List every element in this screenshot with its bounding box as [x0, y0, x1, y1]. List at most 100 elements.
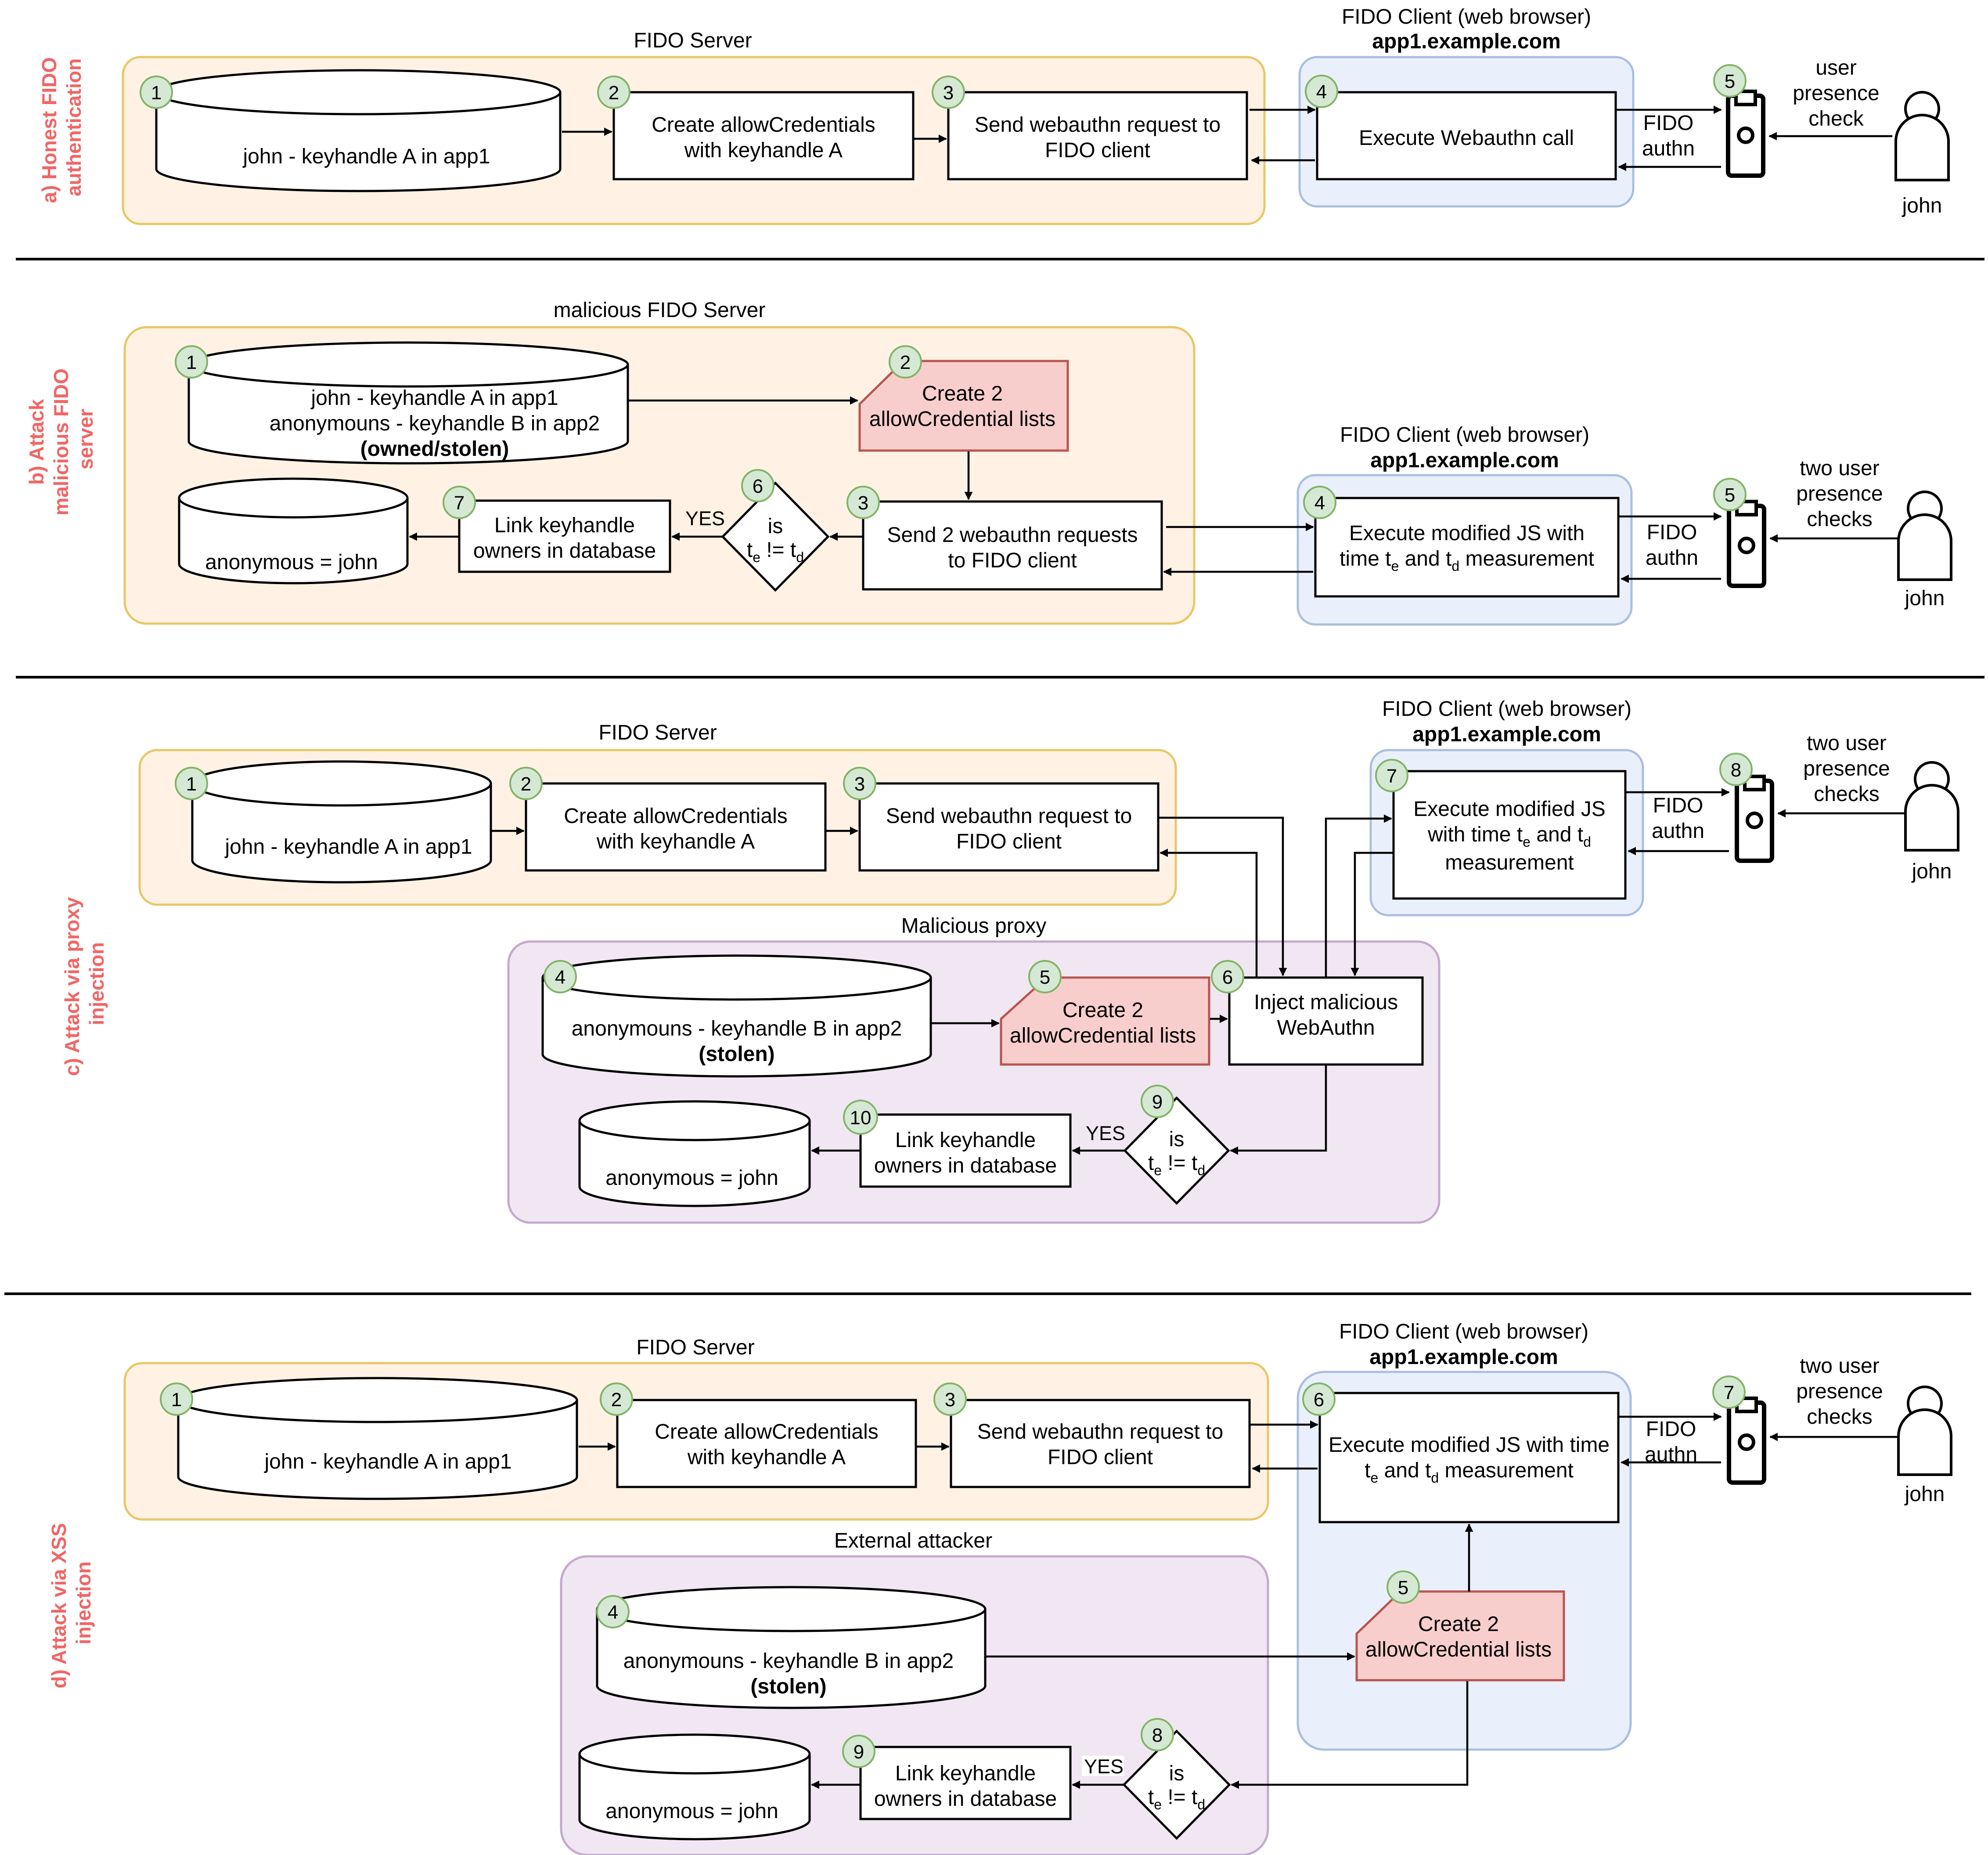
- svg-text:to FIDO client: to FIDO client: [948, 549, 1077, 572]
- svg-text:5: 5: [1398, 1577, 1408, 1599]
- svg-text:Execute Webauthn call: Execute Webauthn call: [1359, 126, 1574, 150]
- step-link-keyhandle-owners: [859, 1746, 1072, 1820]
- step-badge: 4: [1305, 75, 1338, 108]
- side-label-a: a) Honest FIDO authentication: [38, 51, 85, 203]
- svg-text:presence: presence: [1803, 757, 1890, 780]
- step-badge: 10: [843, 1100, 878, 1135]
- side-label-b: b) Attack malicious FIDO server: [25, 363, 97, 516]
- svg-text:FIDO Client (web browser): FIDO Client (web browser): [1339, 1320, 1588, 1343]
- svg-text:authn: authn: [1652, 819, 1704, 843]
- security-key-icon: [1727, 1397, 1766, 1485]
- step-badge: 9: [1141, 1085, 1174, 1118]
- svg-text:FIDO Server: FIDO Server: [636, 1336, 754, 1359]
- step-badge: 8: [1719, 753, 1753, 786]
- svg-text:app1.example.com: app1.example.com: [1369, 1346, 1558, 1369]
- svg-text:owners in database: owners in database: [874, 1787, 1057, 1811]
- svg-text:owners in database: owners in database: [874, 1154, 1057, 1177]
- step-badge: 2: [600, 1382, 633, 1416]
- person-icon: [1897, 1386, 1952, 1476]
- svg-text:Send webauthn request to: Send webauthn request to: [886, 805, 1132, 828]
- svg-text:3: 3: [945, 1389, 955, 1411]
- svg-text:with keyhandle A: with keyhandle A: [684, 139, 843, 162]
- security-key-icon: [1727, 500, 1766, 588]
- svg-text:Malicious proxy: Malicious proxy: [901, 914, 1047, 938]
- person-icon: [1894, 91, 1950, 181]
- side-label-c: c) Attack via proxy injection: [61, 891, 108, 1076]
- svg-text:6: 6: [753, 476, 763, 497]
- step-badge: 3: [932, 76, 965, 109]
- database-john: john - keyhandle A in app1: [177, 1377, 578, 1500]
- svg-text:4: 4: [555, 967, 565, 988]
- svg-text:4: 4: [1315, 492, 1325, 514]
- client-title: FIDO Client (web browser): [1342, 5, 1591, 29]
- step-send-webauthn-request: [947, 91, 1248, 180]
- svg-text:(stolen): (stolen): [750, 1675, 826, 1698]
- database-john-anonymous: john - keyhandle A in app1 anonymouns - …: [187, 341, 629, 465]
- step-badge: 2: [509, 767, 543, 800]
- step-badge: 5: [1713, 478, 1747, 511]
- step-badge: 7: [443, 486, 476, 519]
- step-link-keyhandle-owners: [859, 1113, 1072, 1188]
- svg-text:allowCredential lists: allowCredential lists: [1010, 1024, 1196, 1047]
- svg-text:two user: two user: [1800, 1354, 1879, 1378]
- section-a: a) Honest FIDO authentication FIDO Serve…: [38, 5, 1950, 225]
- svg-text:2: 2: [611, 1389, 622, 1411]
- svg-text:Create 2: Create 2: [1062, 999, 1143, 1022]
- side-label-d: d) Attack via XSS injection: [47, 1517, 95, 1688]
- step-badge: 1: [175, 345, 208, 379]
- step-badge: 4: [596, 1595, 630, 1628]
- section-b: b) Attack malicious FIDO server maliciou…: [25, 299, 1952, 626]
- svg-text:FIDO client: FIDO client: [956, 830, 1062, 853]
- step-badge: 2: [889, 345, 922, 379]
- svg-text:presence: presence: [1796, 1380, 1883, 1403]
- svg-text:te and td measurement: te and td measurement: [1365, 1459, 1574, 1486]
- svg-text:FIDO: FIDO: [1653, 794, 1703, 817]
- svg-text:app1.example.com: app1.example.com: [1370, 449, 1559, 472]
- step-badge: 5: [1387, 1570, 1420, 1604]
- database-anonymous-stolen: anonymouns - keyhandle B in app2 (stolen…: [541, 954, 932, 1078]
- svg-text:9: 9: [1152, 1091, 1163, 1113]
- step-badge: 1: [160, 1382, 193, 1416]
- svg-text:anonymouns - keyhandle B in ap: anonymouns - keyhandle B in app2: [623, 1649, 954, 1673]
- step-badge: 1: [140, 76, 173, 109]
- svg-text:YES: YES: [1084, 1755, 1124, 1778]
- svg-text:checks: checks: [1807, 508, 1872, 531]
- svg-text:3: 3: [858, 492, 868, 514]
- svg-text:two user: two user: [1800, 457, 1879, 480]
- svg-text:6: 6: [1222, 967, 1233, 988]
- svg-text:john: john: [1911, 860, 1952, 883]
- svg-text:checks: checks: [1814, 783, 1879, 806]
- svg-text:1: 1: [171, 1389, 182, 1411]
- svg-text:Create allowCredentials: Create allowCredentials: [655, 1420, 879, 1444]
- step-send-webauthn-request: [950, 1399, 1251, 1488]
- svg-text:anonymous = john: anonymous = john: [605, 1800, 778, 1823]
- svg-text:FIDO: FIDO: [1647, 521, 1697, 544]
- svg-text:john: john: [1904, 587, 1945, 610]
- svg-text:te != td: te != td: [747, 538, 804, 565]
- svg-text:john - keyhandle A in app1: john - keyhandle A in app1: [224, 835, 472, 859]
- svg-text:john - keyhandle A in app1: john - keyhandle A in app1: [263, 1450, 511, 1473]
- svg-text:FIDO: FIDO: [1646, 1418, 1696, 1441]
- step-create-allowcredentials: [612, 91, 915, 180]
- client-domain: app1.example.com: [1372, 30, 1561, 53]
- database-john: john - keyhandle A in app1: [155, 69, 562, 192]
- svg-text:authn: authn: [1642, 137, 1695, 160]
- svg-text:Execute modified JS with time: Execute modified JS with time: [1329, 1433, 1610, 1457]
- step-badge: 9: [842, 1735, 875, 1768]
- step-create-2-lists: [1355, 1590, 1565, 1682]
- step-badge: 8: [1141, 1718, 1174, 1751]
- svg-text:6: 6: [1314, 1389, 1324, 1411]
- step-create-allowcredentials: [616, 1399, 917, 1488]
- svg-text:7: 7: [1387, 765, 1397, 787]
- svg-text:with keyhandle A: with keyhandle A: [687, 1446, 846, 1469]
- svg-text:Link keyhandle: Link keyhandle: [494, 514, 635, 537]
- svg-text:te != td: te != td: [1148, 1786, 1205, 1812]
- svg-text:checks: checks: [1807, 1405, 1872, 1429]
- svg-text:1: 1: [151, 82, 162, 104]
- step-badge: 7: [1712, 1375, 1746, 1409]
- step-badge: 3: [843, 767, 876, 800]
- svg-text:is: is: [1169, 1762, 1185, 1785]
- svg-text:john - keyhandle A in app1: john - keyhandle A in app1: [310, 386, 558, 410]
- svg-text:Link keyhandle: Link keyhandle: [895, 1129, 1036, 1152]
